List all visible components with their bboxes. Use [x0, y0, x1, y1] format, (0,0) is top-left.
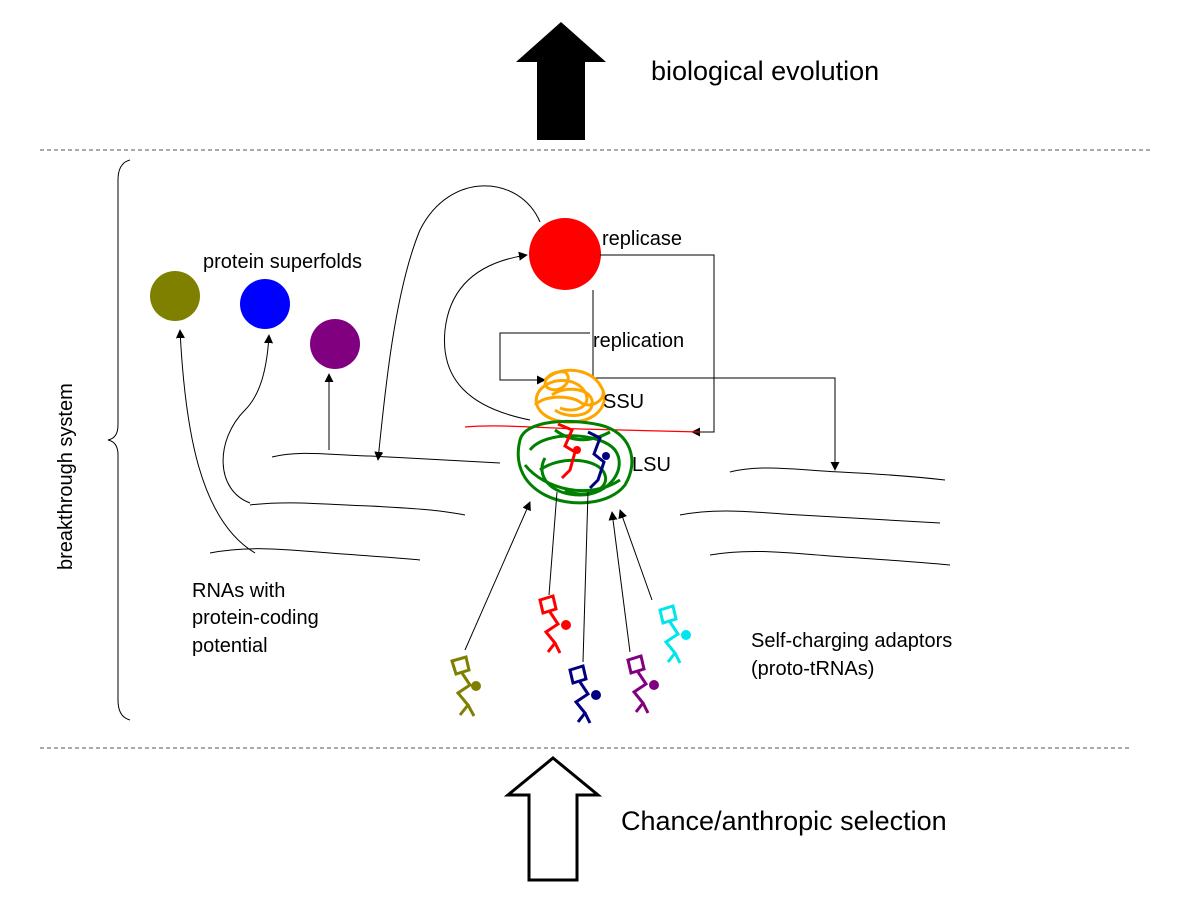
adaptor-olive: [450, 655, 481, 717]
biological-evolution-arrow-icon: [516, 22, 606, 140]
replicase-circle: [529, 218, 601, 290]
purple-superfold-circle: [310, 319, 360, 369]
arrow-replicase-to-rna: [374, 185, 541, 461]
rnas-label-line1: RNAs with: [192, 580, 285, 602]
arrow-purple-adaptor-to-lsu: [608, 511, 631, 653]
protein-superfolds-label: protein superfolds: [203, 251, 362, 273]
rna-strand-5: [679, 510, 941, 524]
rna-strand-2: [249, 502, 466, 516]
rnas-label-line3: potential: [192, 635, 268, 657]
adaptors-label-line2: (proto-tRNAs): [751, 658, 874, 680]
adaptor-navy: [568, 664, 601, 724]
arrow-rna-to-olive: [175, 329, 256, 554]
biological-evolution-label: biological evolution: [651, 56, 879, 86]
replicase-label: replicase: [602, 228, 682, 250]
olive-superfold-circle: [150, 271, 200, 321]
adaptor-red: [538, 594, 571, 654]
lsu-subunit: [516, 419, 634, 505]
rna-strand-1: [271, 452, 501, 464]
arrow-replicase-to-rna-right: [592, 290, 840, 471]
arrow-replicase-to-mrna: [600, 254, 715, 437]
adaptor-cyan: [658, 604, 691, 664]
ssu-label: SSU: [603, 391, 644, 413]
arrow-rna-to-blue: [222, 334, 274, 504]
rna-strand-3: [209, 548, 421, 561]
lsu-label: LSU: [632, 454, 671, 476]
replication-label: replication: [593, 330, 684, 352]
adaptors-label-line1: Self-charging adaptors: [751, 630, 952, 652]
arrow-replication-to-ssu: [499, 332, 590, 385]
blue-superfold-circle: [240, 279, 290, 329]
arrow-olive-adaptor-to-lsu: [464, 501, 531, 651]
chance-selection-arrow-icon: [503, 756, 603, 882]
mrna-strand: [464, 425, 701, 433]
rna-strand-6: [709, 550, 951, 566]
arrow-red-adaptor-to-lsu: [548, 491, 558, 596]
arrow-ribosome-to-replicase: [443, 251, 531, 421]
ribosome-bound-trnas: [557, 422, 610, 490]
arrow-cyan-adaptor-to-lsu: [618, 509, 653, 601]
arrow-navy-adaptor-to-lsu: [582, 491, 589, 663]
chance-selection-label: Chance/anthropic selection: [621, 806, 947, 836]
adaptor-purple: [626, 654, 659, 714]
breakthrough-system-label: breakthrough system: [55, 383, 77, 570]
brace-icon: [107, 159, 131, 721]
rnas-label-line2: protein-coding: [192, 607, 319, 629]
rna-strand-4: [729, 467, 946, 481]
ssu-subunit: [533, 368, 606, 424]
